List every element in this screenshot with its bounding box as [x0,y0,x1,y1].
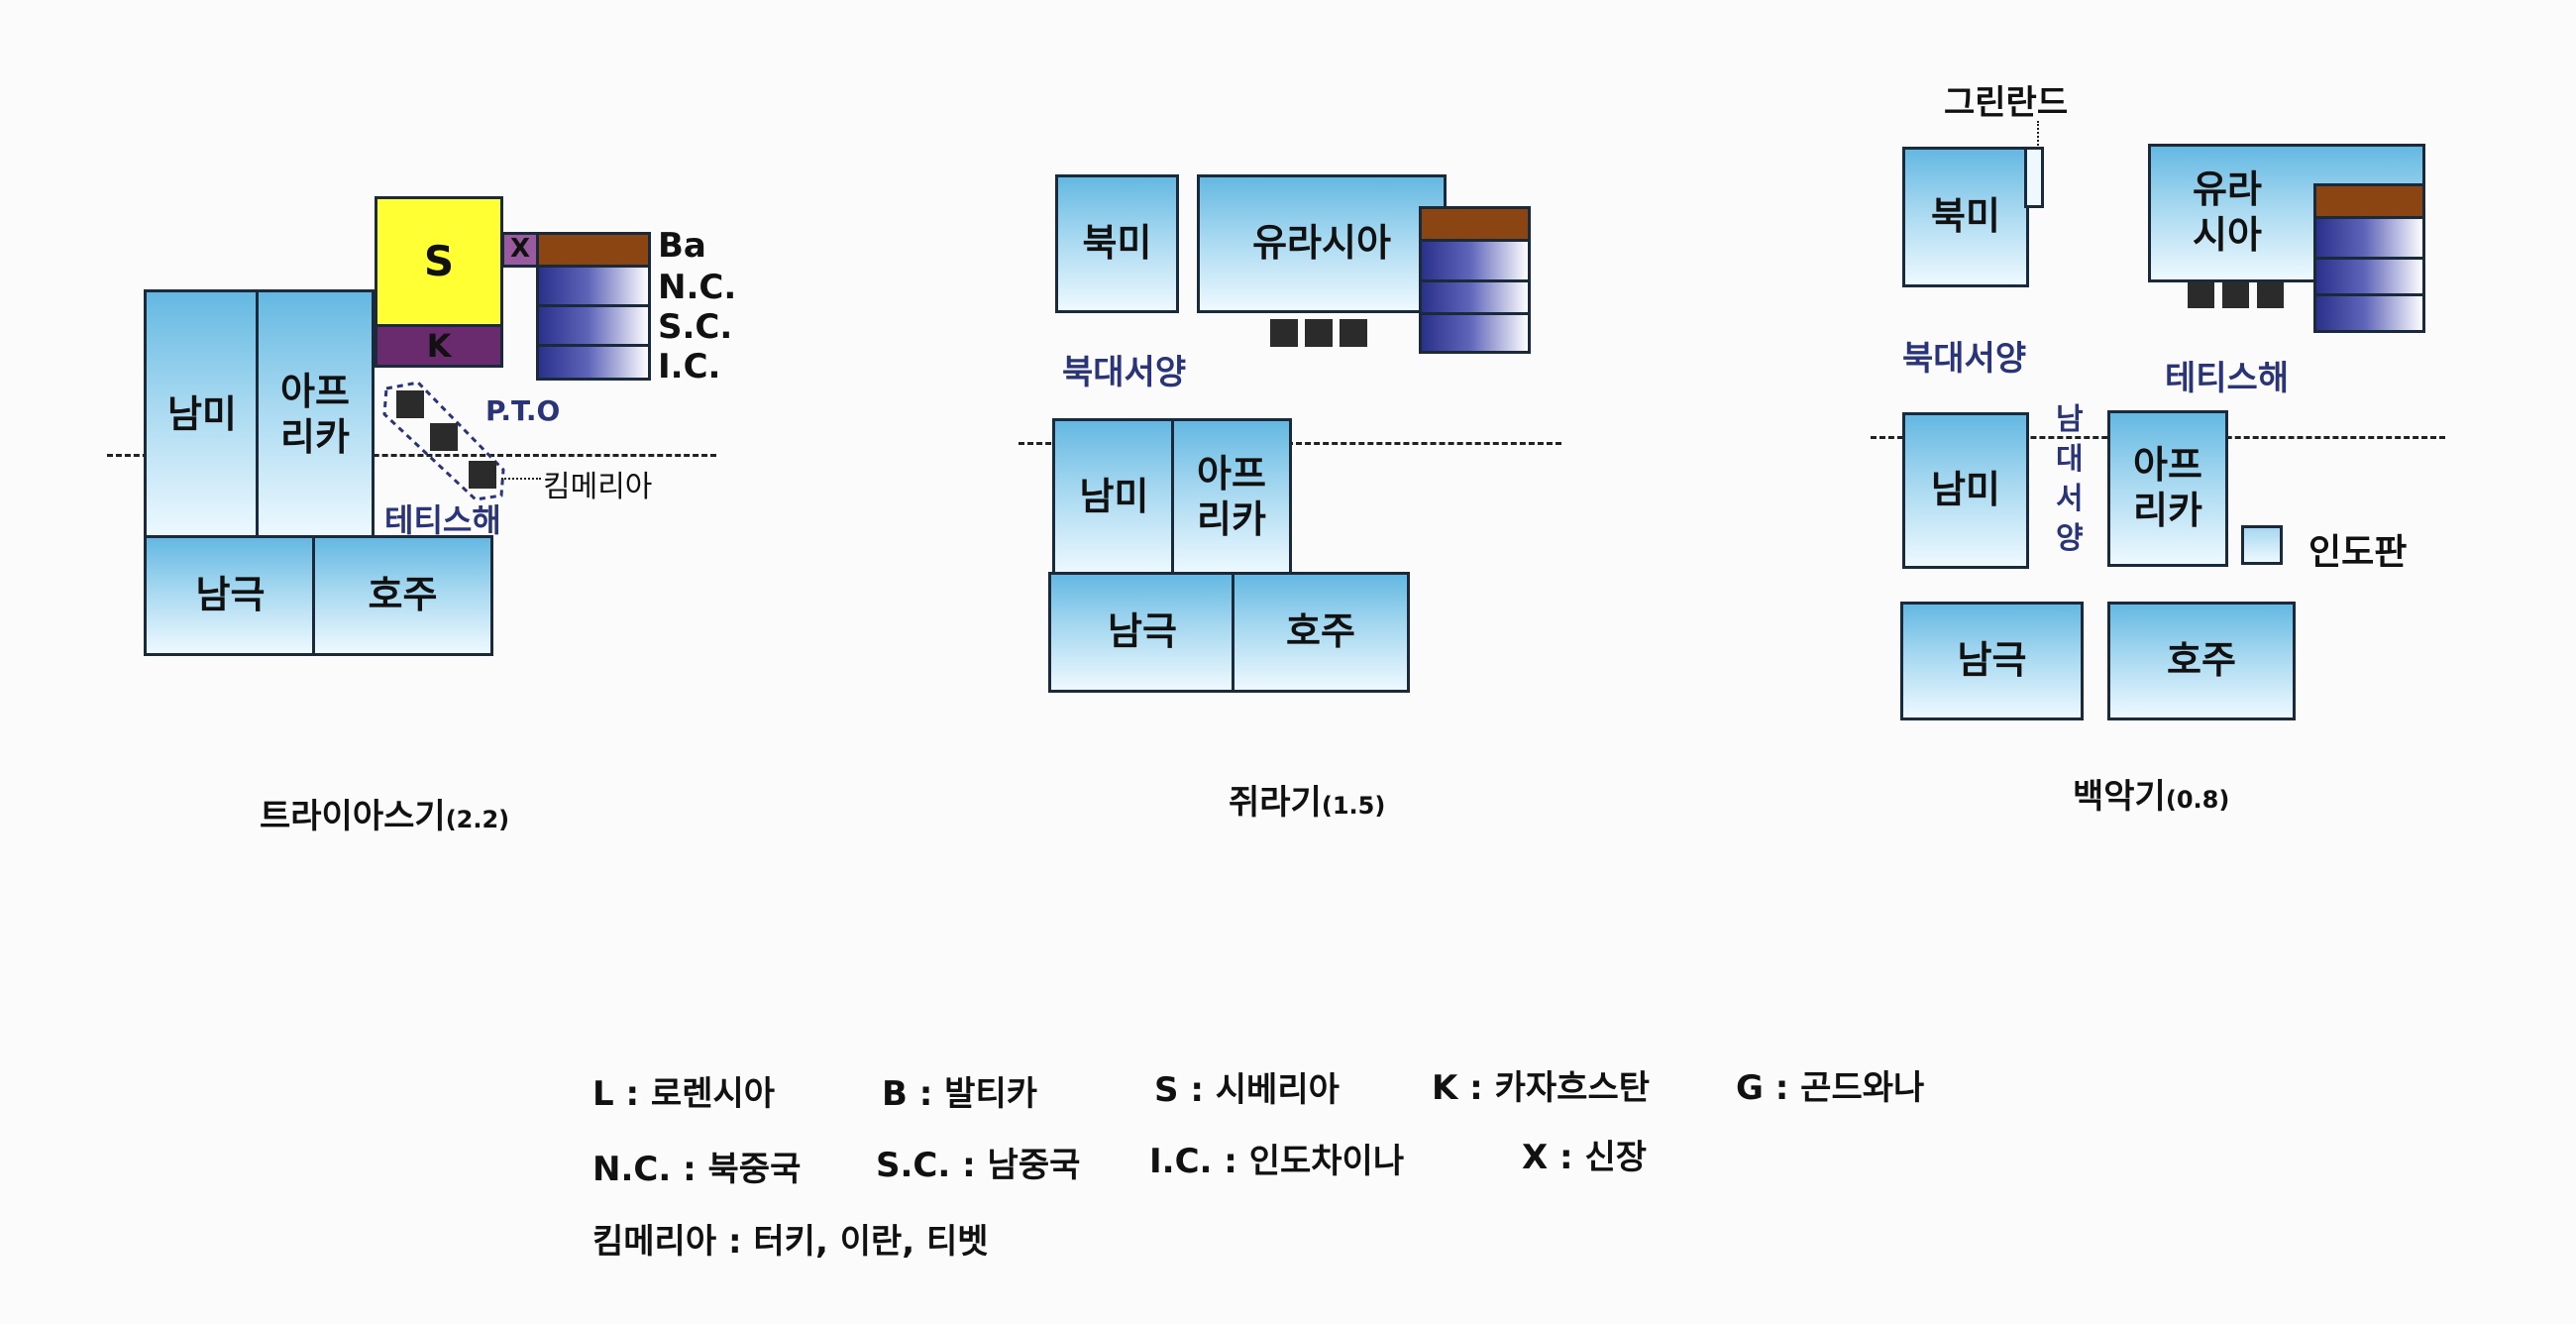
xinjiang-block: X [501,232,539,268]
north-america-block: 북미 [1902,147,2029,287]
jurassic-caption: 쥐라기(1.5) [1229,783,1386,823]
south-america-block: 남미 [1052,418,1176,577]
legend-cimmeria: 킴메리아 : 터키, 이란, 티벳 [592,1222,989,1262]
eurasia-block: 유라시아 [1197,174,1447,313]
legend-indochina: I.C. : 인도차이나 [1149,1142,1405,1181]
australia-label: 호주 [2167,638,2236,683]
cimmeria-block-3 [469,461,496,489]
antarctica-block: 남극 [1900,602,2084,720]
cretaceous-caption: 백악기(0.8) [2073,777,2230,817]
north-america-label: 북미 [1931,194,2000,239]
australia-label: 호주 [368,573,438,617]
legend-south-china: S.C. : 남중국 [876,1146,1081,1185]
south-america-block: 남미 [144,289,261,540]
australia-block: 호주 [1232,572,1410,693]
australia-block: 호주 [2107,602,2296,720]
cimmeria-block-1 [2188,282,2214,308]
sc-strip [2313,257,2425,296]
antarctica-label: 남극 [1108,609,1177,654]
cimmeria-block-2 [430,423,458,451]
legend-xinjiang: X : 신장 [1522,1138,1648,1177]
tethys-label: 테티스해 [2165,359,2290,398]
greenland-block [2024,147,2044,208]
cimmeria-outline [382,381,505,501]
north-atlantic-label: 북대서양 [1902,339,2027,379]
kazakhstan-label: K [426,326,452,365]
south-america-label: 남미 [1931,468,2000,512]
legend-gondwana: G : 곤드와나 [1736,1068,1925,1108]
north-china-strip [536,265,651,307]
cimmeria-label: 킴메리아 [543,470,653,504]
cimmeria-leader [501,478,541,480]
eurasia-label: 유라시아 [1252,221,1391,266]
ba-label: Ba [658,226,706,266]
triassic-caption: 트라이아스기(2.2) [260,797,510,836]
ic-strip [1419,312,1531,354]
north-atlantic-label: 북대서양 [1062,353,1187,392]
legend-north-china: N.C. : 북중국 [592,1150,802,1189]
ba-strip [2313,183,2425,219]
pto-label: P.T.O [485,394,561,427]
indochina-strip [536,344,651,381]
baltica-strip [536,232,651,268]
north-america-label: 북미 [1082,221,1152,266]
antarctica-block: 남극 [144,535,317,656]
south-china-strip [536,304,651,347]
cimmeria-block-3 [1340,319,1367,347]
cimmeria-block-1 [1270,319,1298,347]
australia-block: 호주 [312,535,493,656]
xinjiang-label: X [509,234,531,265]
cimmeria-block-2 [1305,319,1333,347]
ic-label: I.C. [658,347,721,386]
nc-label: N.C. [658,268,737,307]
indian-plate-block [2241,525,2283,565]
equator-line [107,454,716,457]
australia-label: 호주 [1286,609,1355,654]
legend-baltica: B : 발티카 [882,1074,1038,1114]
greenland-leader [2037,121,2039,157]
cimmeria-block-3 [2257,282,2284,308]
siberia-label: S [423,236,455,285]
antarctica-label: 남극 [1957,638,2027,683]
legend-laurentia: L : 로렌시아 [592,1074,776,1114]
indian-plate-label: 인도판 [2308,532,2408,573]
greenland-label: 그린란드 [1944,83,2069,123]
kazakhstan-block: K [375,324,503,368]
nc-strip [1419,239,1531,282]
ic-strip [2313,293,2425,333]
north-america-block: 북미 [1055,174,1179,313]
south-america-label: 남미 [1079,475,1149,519]
legend-kazakhstan: K : 카자흐스탄 [1432,1068,1651,1108]
cimmeria-block-1 [396,390,424,418]
nc-strip [2313,216,2425,260]
south-america-block: 남미 [1902,412,2029,569]
legend-siberia: S : 시베리아 [1154,1070,1340,1110]
siberia-block: S [375,196,503,327]
sc-strip [1419,279,1531,315]
sc-label: S.C. [658,307,733,347]
tethys-label: 테티스해 [384,501,501,539]
antarctica-label: 남극 [195,573,266,617]
cimmeria-block-2 [2222,282,2249,308]
south-america-label: 남미 [167,391,237,436]
ba-strip [1419,206,1531,242]
antarctica-block: 남극 [1048,572,1236,693]
